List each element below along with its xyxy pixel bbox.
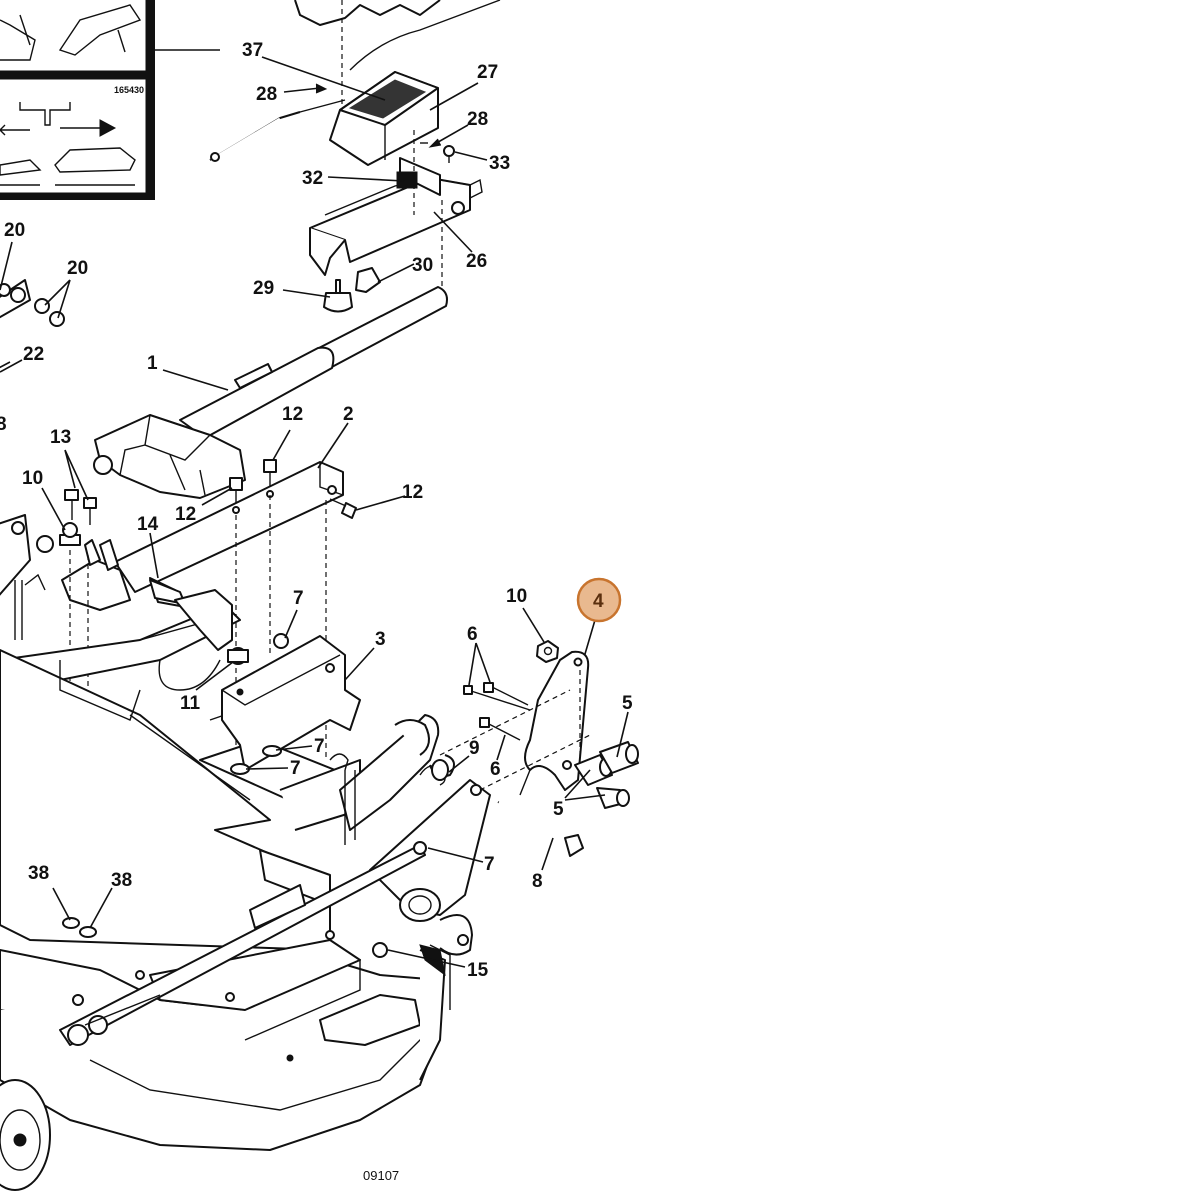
- callout-7-top: 7: [293, 588, 304, 609]
- callout-27: 27: [477, 62, 498, 83]
- callout-20-top: 20: [4, 220, 25, 241]
- callout-28-right: 28: [467, 109, 488, 130]
- decal-panel: 165430: [0, 0, 155, 200]
- callout-33: 33: [489, 153, 510, 174]
- highlight-callout-circle: [576, 577, 622, 623]
- callout-38-left: 38: [28, 863, 49, 884]
- callout-12-top: 12: [282, 404, 303, 425]
- callout-22: 22: [23, 344, 44, 365]
- linear-actuator: [93, 346, 335, 499]
- callout-2: 2: [343, 404, 354, 425]
- control-box-assembly: [209, 0, 501, 369]
- callout-37: 37: [242, 40, 263, 61]
- callout-6-low: 6: [490, 759, 501, 780]
- pivot-plate-exploded: [439, 640, 639, 857]
- callout-10-left: 10: [22, 468, 43, 489]
- mower-deck: [0, 589, 451, 1191]
- callout-8: 8: [532, 871, 543, 892]
- lift-linkage: [59, 633, 491, 1046]
- leader-lines: [0, 56, 629, 968]
- callout-29: 29: [253, 278, 274, 299]
- callout-12-left: 12: [175, 504, 196, 525]
- callout-12-right: 12: [402, 482, 423, 503]
- callout-15: 15: [467, 960, 489, 981]
- callout-1: 1: [147, 353, 158, 374]
- callout-26: 26: [466, 251, 487, 272]
- callout-9: 9: [469, 738, 480, 759]
- callout-6-top: 6: [467, 624, 478, 645]
- decal-part-number: 165430: [114, 85, 144, 95]
- callout-10-right: 10: [506, 586, 527, 607]
- callout-5-top: 5: [622, 693, 633, 714]
- callout-14: 14: [137, 514, 159, 535]
- left-hardware-fragments: [0, 279, 65, 369]
- callout-20-right: 20: [67, 258, 88, 279]
- callout-4-highlighted: 4: [593, 591, 604, 612]
- callout-7-low: 7: [290, 758, 301, 779]
- callout-7-right: 7: [484, 854, 495, 875]
- callout-8-left-edge: 8: [0, 414, 7, 435]
- callout-7-mid: 7: [314, 736, 325, 757]
- drawing-number: 09107: [363, 1168, 399, 1183]
- callout-32: 32: [302, 168, 323, 189]
- callout-38-right: 38: [111, 870, 132, 891]
- callout-13: 13: [50, 427, 71, 448]
- callout-11: 11: [180, 693, 201, 714]
- callout-30: 30: [412, 255, 433, 276]
- callout-28-left: 28: [256, 84, 277, 105]
- callout-5-low: 5: [553, 799, 564, 820]
- callout-3: 3: [375, 629, 386, 650]
- left-bracket-assembly: [0, 489, 186, 930]
- callout-labels: 37 27 28 28 33 32 26 30 29 20 20 22 8 1 …: [0, 40, 633, 981]
